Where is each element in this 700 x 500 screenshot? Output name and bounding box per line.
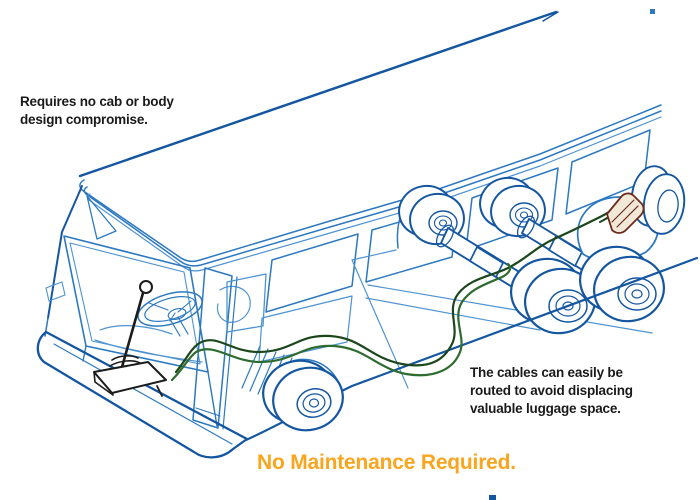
door-window bbox=[226, 273, 267, 333]
stray-mark-bottom bbox=[489, 495, 496, 500]
caption-no-maintenance: No Maintenance Required. bbox=[257, 451, 516, 474]
shift-cable-upper bbox=[174, 205, 618, 374]
caption-cab-line2: design compromise. bbox=[20, 112, 148, 127]
shift-cables bbox=[170, 205, 618, 382]
steering-wheel bbox=[137, 291, 203, 337]
front-wheel bbox=[262, 359, 344, 432]
caption-cables-line3: valuable luggage space. bbox=[470, 401, 621, 416]
shifter-knob bbox=[139, 280, 153, 294]
caption-cab-line1: Requires no cab or body bbox=[20, 94, 174, 109]
rocker-line-rear bbox=[458, 256, 699, 348]
cable-connector bbox=[599, 192, 645, 234]
caption-cables-line1: The cables can easily be bbox=[470, 365, 623, 380]
caption-cable-routing: The cables can easily be routed to avoid… bbox=[470, 364, 633, 418]
caption-cab-design: Requires no cab or body design compromis… bbox=[20, 93, 174, 129]
cab-front bbox=[44, 185, 251, 427]
gear-shifter bbox=[93, 280, 167, 397]
shift-cable-lower bbox=[170, 262, 512, 382]
rear-axle-assembly bbox=[398, 165, 686, 335]
caption-cables-line2: routed to avoid displacing bbox=[470, 383, 633, 398]
shifter-base bbox=[93, 361, 167, 394]
mirror bbox=[86, 195, 117, 240]
driver-seat bbox=[216, 285, 251, 323]
marker-lamp bbox=[45, 281, 66, 302]
front-door bbox=[192, 267, 267, 430]
rear-wheel-near-right bbox=[579, 245, 665, 323]
stray-mark-top-right bbox=[650, 9, 655, 14]
front-bumper bbox=[36, 330, 249, 459]
roof-ridge bbox=[78, 10, 559, 178]
